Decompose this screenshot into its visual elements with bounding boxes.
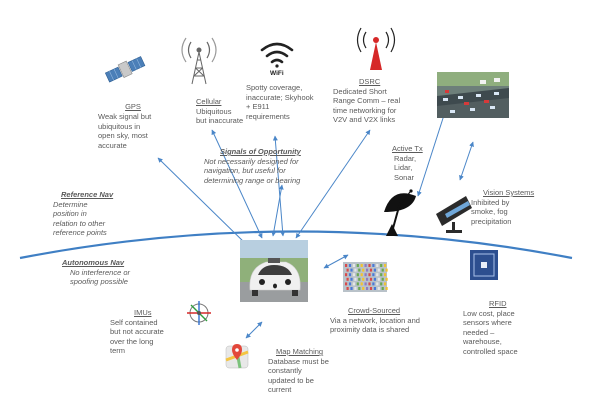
cellular-title: Cellular xyxy=(196,97,222,106)
arrow-cellular xyxy=(211,129,263,239)
autonomous-nav-label: Autonomous Nav No interference or spoofi… xyxy=(62,258,130,287)
traffic-photo xyxy=(437,72,509,118)
autonomous-nav-title: Autonomous Nav xyxy=(62,258,125,267)
crowd-sourced-description: Via a network, location and proximity da… xyxy=(330,315,420,335)
rfid-chip-icon xyxy=(470,250,498,280)
imus-title: IMUs xyxy=(134,308,152,317)
camera-icon xyxy=(436,196,472,233)
cellular-description: Ubiquitous but inaccurate xyxy=(196,106,244,126)
arrow-map xyxy=(245,321,263,339)
reference-nav-label: Reference Nav Determine position in rela… xyxy=(53,190,113,238)
signals-label: Signals of Opportunity Not necessarily d… xyxy=(204,147,301,185)
radar-dish-icon xyxy=(384,189,416,236)
imus-description: Self contained but not accurate over the… xyxy=(110,317,164,356)
dsrc-label: DSRC Dedicated Short Range Comm – real t… xyxy=(333,77,400,125)
active-tx-description: Radar, Lidar, Sonar xyxy=(394,153,417,182)
arrow-dsrc xyxy=(295,129,371,239)
imus-label: IMUs Self contained but not accurate ove… xyxy=(110,308,164,356)
cell-tower-icon xyxy=(181,37,217,85)
map-matching-label: Map Matching Database must be constantly… xyxy=(268,347,329,395)
arrow-traffic xyxy=(416,111,447,197)
gps-label: GPS xyxy=(103,102,163,112)
reference-nav-title: Reference Nav xyxy=(61,190,114,199)
rfid-label: RFID Low cost, place sensors where neede… xyxy=(463,299,518,356)
arrow-signals xyxy=(271,184,284,237)
dsrc-title: DSRC xyxy=(359,77,381,86)
map-matching-title: Map Matching xyxy=(276,347,324,356)
gps-description: Weak signal but ubiquitous in open sky, … xyxy=(98,112,152,150)
rfid-title: RFID xyxy=(489,299,507,308)
dsrc-antenna-icon xyxy=(356,27,396,70)
gps-title: GPS xyxy=(125,102,141,111)
map-pin-icon xyxy=(225,344,249,369)
active-tx-title: Active Tx xyxy=(392,144,423,153)
rfid-description: Low cost, place sensors where needed – w… xyxy=(463,308,518,356)
vision-description: Inhibited by smoke, fog precipitation xyxy=(471,197,512,226)
wifi-icon-text: WiFi xyxy=(270,70,284,77)
signals-title: Signals of Opportunity xyxy=(220,147,301,156)
wifi-icon xyxy=(260,42,294,68)
crowd-sourced-title: Crowd-Sourced xyxy=(348,306,401,315)
arrow-crowd xyxy=(323,254,349,269)
self-driving-car-photo xyxy=(240,240,308,302)
signals-description: Not necessarily designed for navigation,… xyxy=(204,156,301,185)
autonomous-nav-description: No interference or spoofing possible xyxy=(70,267,131,287)
wifi-label: Spotty coverage, inaccurate; Skyhook + E… xyxy=(246,83,314,121)
crowd-photo xyxy=(343,262,388,292)
active-tx-label: Active Tx Radar, Lidar, Sonar xyxy=(392,144,423,182)
gyroscope-icon xyxy=(187,301,211,325)
wifi-description: Spotty coverage, inaccurate; Skyhook + E… xyxy=(246,83,314,121)
map-matching-description: Database must be constantly updated to b… xyxy=(268,356,329,395)
crowd-sourced-label: Crowd-Sourced Via a network, location an… xyxy=(330,306,420,335)
cellular-label: Cellular Ubiquitous but inaccurate xyxy=(196,97,243,126)
vision-label: Vision Systems Inhibited by smoke, fog p… xyxy=(471,188,534,226)
reference-nav-description: Determine position in relation to other … xyxy=(53,199,107,238)
dsrc-description: Dedicated Short Range Comm – real time n… xyxy=(333,86,401,125)
vision-title: Vision Systems xyxy=(483,188,535,197)
arrow-vision xyxy=(459,141,474,181)
gps-description-block: Weak signal but ubiquitous in open sky, … xyxy=(98,112,151,150)
satellite-icon xyxy=(104,56,146,83)
